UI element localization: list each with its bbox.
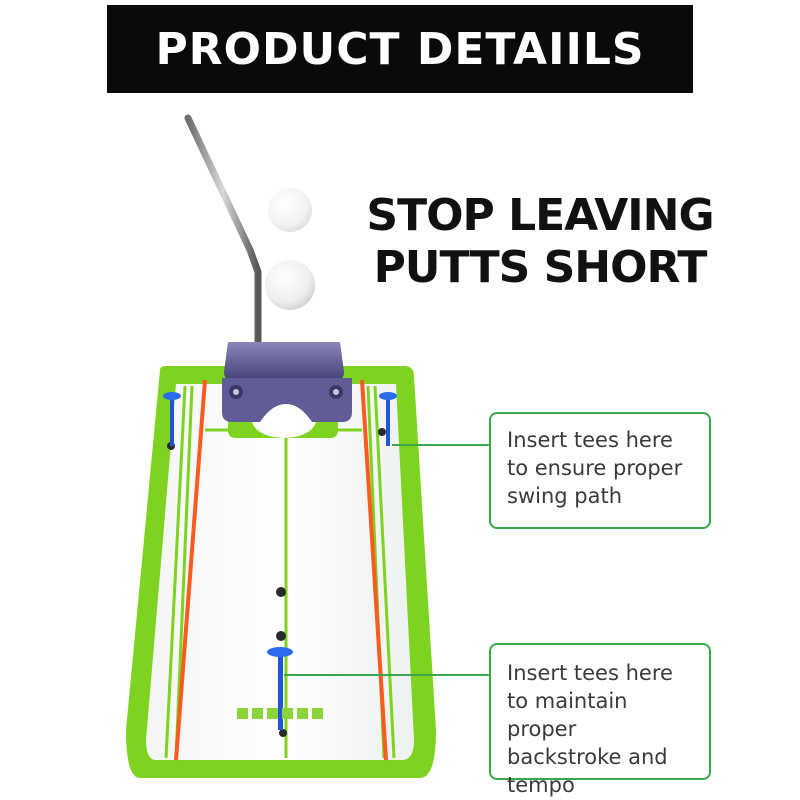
putter-icon xyxy=(184,114,262,349)
golf-tee-icon xyxy=(163,392,181,446)
callout-text-line: backstroke and xyxy=(507,745,668,769)
headline-line-2: PUTTS SHORT xyxy=(373,242,708,293)
headline-line-1: STOP LEAVING xyxy=(366,190,714,241)
golf-tee-icon xyxy=(379,392,397,446)
callout-connector xyxy=(284,444,490,676)
callout-text-line: tempo xyxy=(507,773,575,797)
golf-ball-icon xyxy=(268,188,312,232)
callout-text-line: to ensure proper xyxy=(507,456,683,480)
product-details-banner: PRODUCT DETAIILS xyxy=(107,5,693,93)
mat-surface xyxy=(146,384,414,760)
golf-ball-icon xyxy=(265,260,315,310)
brand-logo-icon xyxy=(237,708,323,719)
headline: STOP LEAVING PUTTS SHORT xyxy=(360,190,720,294)
callout-text-line: Insert tees here xyxy=(507,661,673,685)
banner-title: PRODUCT DETAIILS xyxy=(155,23,645,75)
callout-text-line: swing path xyxy=(507,484,623,508)
mat-alignment-stripes xyxy=(174,379,388,761)
callout-text-line: Insert tees here xyxy=(507,428,673,452)
callout-backstroke-tempo: Insert tees here to maintain proper back… xyxy=(489,643,711,797)
callout-swing-path: Insert tees here to ensure proper swing … xyxy=(489,412,711,529)
golf-tee-icon xyxy=(267,647,293,730)
putter-head xyxy=(222,342,352,422)
callout-text-line: to maintain proper xyxy=(507,689,628,741)
